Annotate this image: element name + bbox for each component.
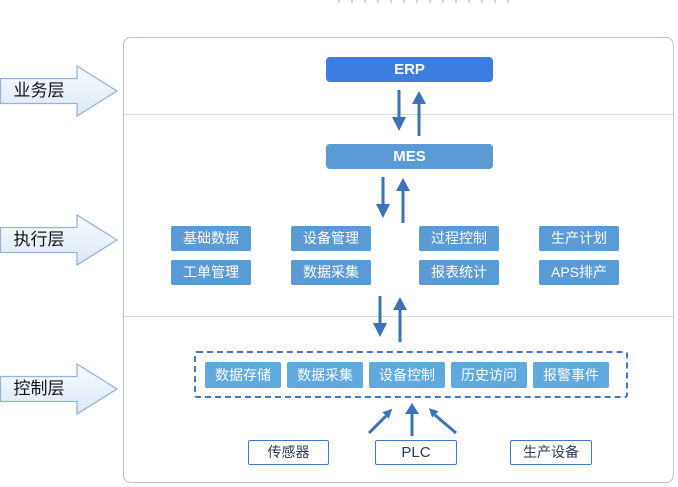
block-arrow-right-icon	[0, 362, 119, 416]
ctrl-data-collection: 数据采集	[287, 361, 363, 388]
ctrl-alarm-events: 报警事件	[533, 361, 609, 388]
mes-node: MES	[326, 144, 493, 169]
layer-label-business: 业务层	[13, 81, 65, 100]
ctrl-device-control: 设备控制	[369, 361, 445, 388]
module-aps-scheduling: APS排产	[539, 260, 619, 285]
control-layer-group: 数据存储 数据采集 设备控制 历史访问 报警事件	[194, 351, 628, 398]
module-process-control: 过程控制	[419, 226, 499, 251]
module-work-order-management: 工单管理	[171, 260, 251, 285]
layer-arrow-execution: 执行层	[0, 213, 119, 267]
layer-label-control: 控制层	[13, 379, 65, 398]
module-report-statistics: 报表统计	[419, 260, 499, 285]
layer-label-execution: 执行层	[13, 230, 65, 249]
ctrl-data-storage: 数据存储	[205, 361, 281, 388]
erp-node: ERP	[326, 57, 493, 82]
erp-mes-updown-arrows-icon	[392, 90, 426, 136]
block-arrow-right-icon	[0, 213, 119, 267]
module-data-collection: 数据采集	[291, 260, 371, 285]
devices-to-control-arrows-icon	[367, 403, 457, 436]
layer-arrow-business: 业务层	[0, 64, 119, 118]
cropped-text-remnant	[338, 0, 513, 3]
module-equipment-management: 设备管理	[291, 226, 371, 251]
layer-arrow-control: 控制层	[0, 362, 119, 416]
modules-control-updown-arrows-icon	[373, 296, 407, 342]
device-plc: PLC	[375, 440, 457, 465]
module-basic-data: 基础数据	[171, 226, 251, 251]
mes-modules-updown-arrows-icon	[376, 177, 410, 223]
ctrl-history-access: 历史访问	[451, 361, 527, 388]
device-sensor: 传感器	[248, 440, 329, 465]
module-production-plan: 生产计划	[539, 226, 619, 251]
device-production-equipment: 生产设备	[510, 440, 592, 465]
block-arrow-right-icon	[0, 64, 119, 118]
